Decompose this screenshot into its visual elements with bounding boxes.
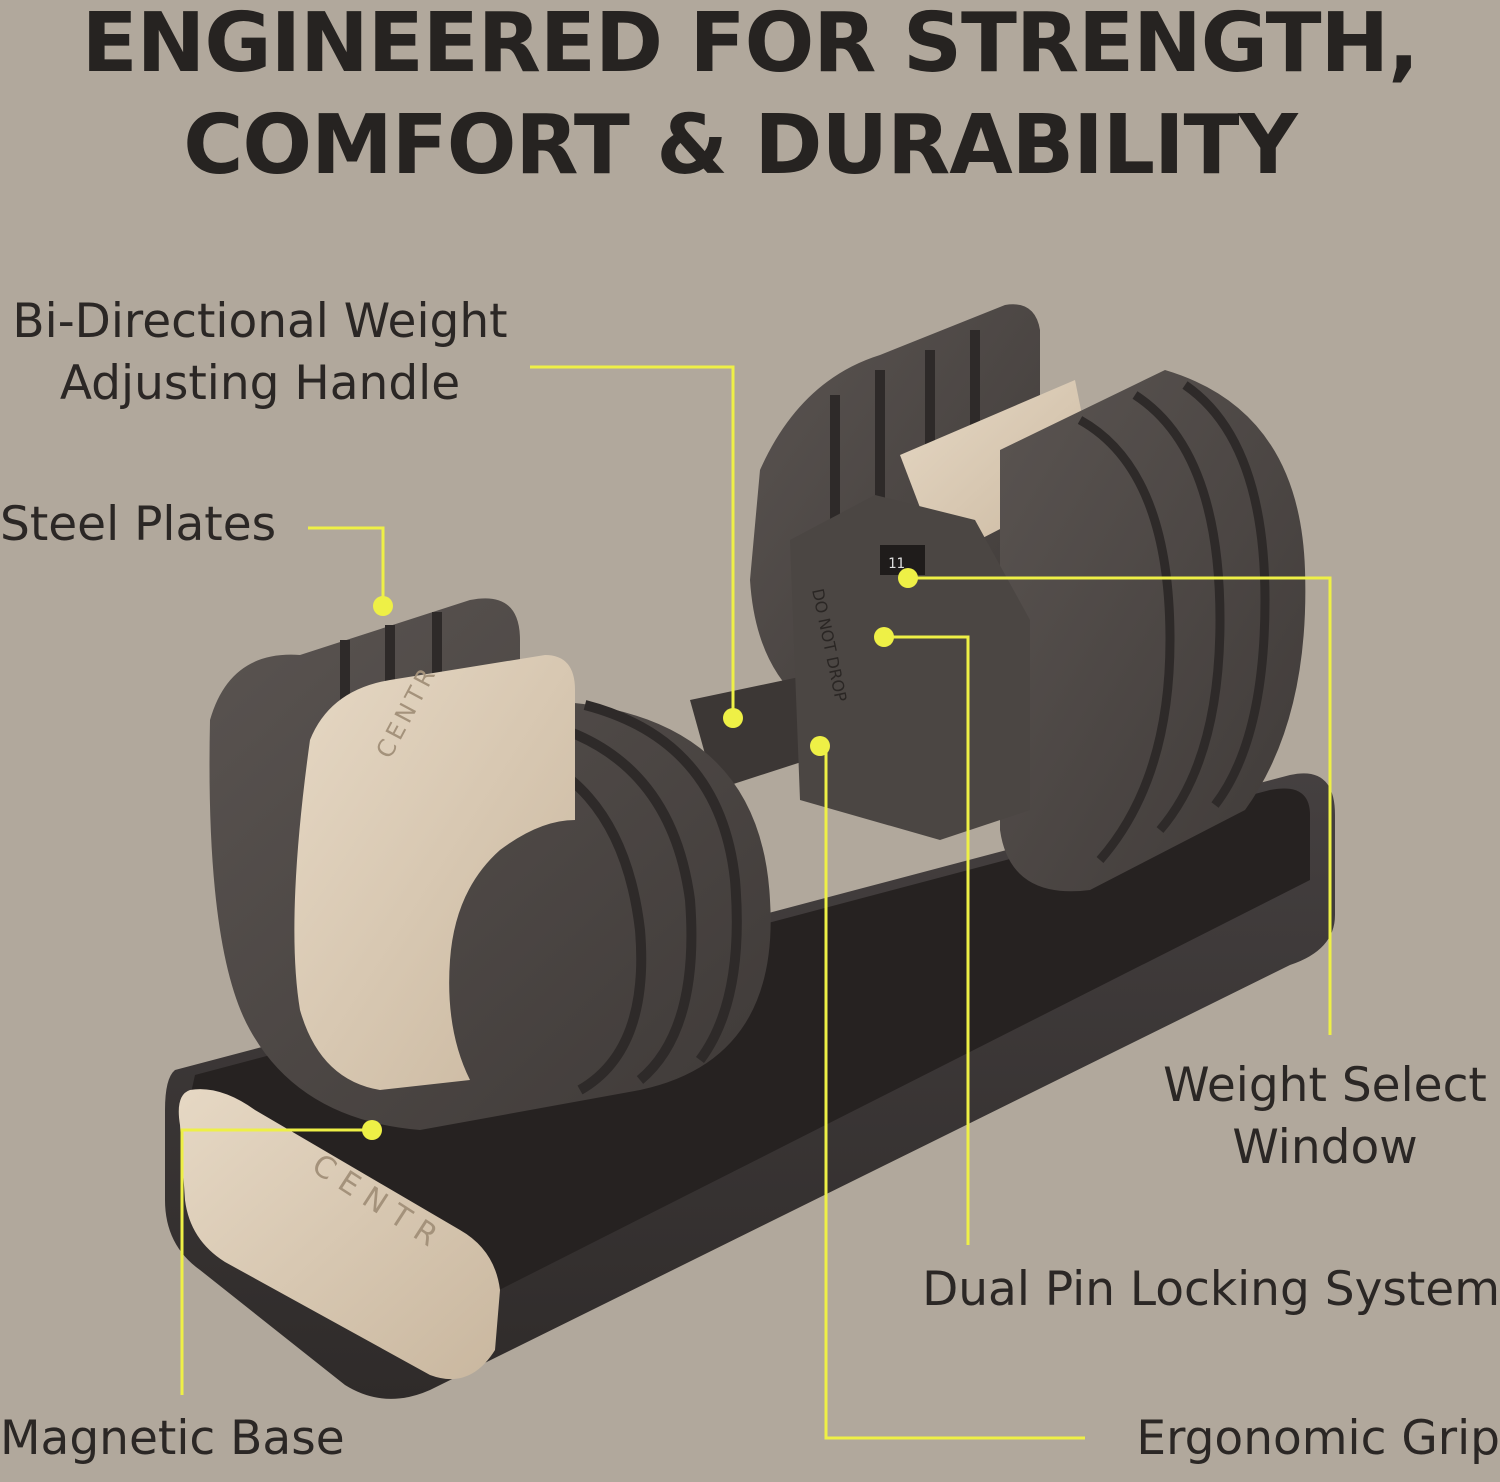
- selector-housing: 11 DO NOT DROP: [790, 495, 1030, 840]
- left-plate-stack: CENTR: [209, 598, 771, 1130]
- callout-dual-pin-locking: Dual Pin Locking System: [922, 1262, 1500, 1317]
- callout-magnetic-base: Magnetic Base: [0, 1411, 345, 1466]
- steel-leader-line: [308, 526, 385, 606]
- callout-weight-select-window: Weight Select Window: [1150, 1055, 1500, 1179]
- weight-callout-dot: [898, 568, 918, 588]
- callout-weight-select-line-2: Window: [1232, 1120, 1418, 1175]
- weight-leader-line: [908, 576, 1332, 1035]
- magnetic-callout-dot: [362, 1120, 382, 1140]
- callout-ergonomic-grip: Ergonomic Grip: [1136, 1411, 1500, 1466]
- dual-pin-leader-line: [884, 635, 970, 1245]
- callout-steel-plates: Steel Plates: [0, 497, 277, 552]
- dual-pin-callout-dot: [874, 627, 894, 647]
- right-plate-stack: [1000, 370, 1306, 892]
- base-end-cap: [178, 1089, 500, 1380]
- magnetic-leader-line: [180, 1128, 372, 1395]
- callout-bi-directional-line-1: Bi-Directional Weight: [12, 294, 508, 349]
- callout-bi-directional-handle: Bi-Directional Weight Adjusting Handle: [0, 291, 520, 415]
- grip-leader-line: [820, 744, 1085, 1440]
- bidir-callout-dot: [723, 708, 743, 728]
- callout-bi-directional-line-2: Adjusting Handle: [59, 356, 461, 411]
- magnetic-base: [165, 773, 1335, 1399]
- headline-line-1: ENGINEERED FOR STRENGTH,: [81, 0, 1420, 91]
- headline-line-2: COMFORT & DURABILITY: [183, 98, 1298, 193]
- bidir-leader-line: [530, 365, 735, 718]
- grip-callout-dot: [810, 736, 830, 756]
- steel-callout-dot: [373, 596, 393, 616]
- callout-weight-select-line-1: Weight Select: [1163, 1058, 1487, 1113]
- selector-digits: 11: [888, 556, 905, 572]
